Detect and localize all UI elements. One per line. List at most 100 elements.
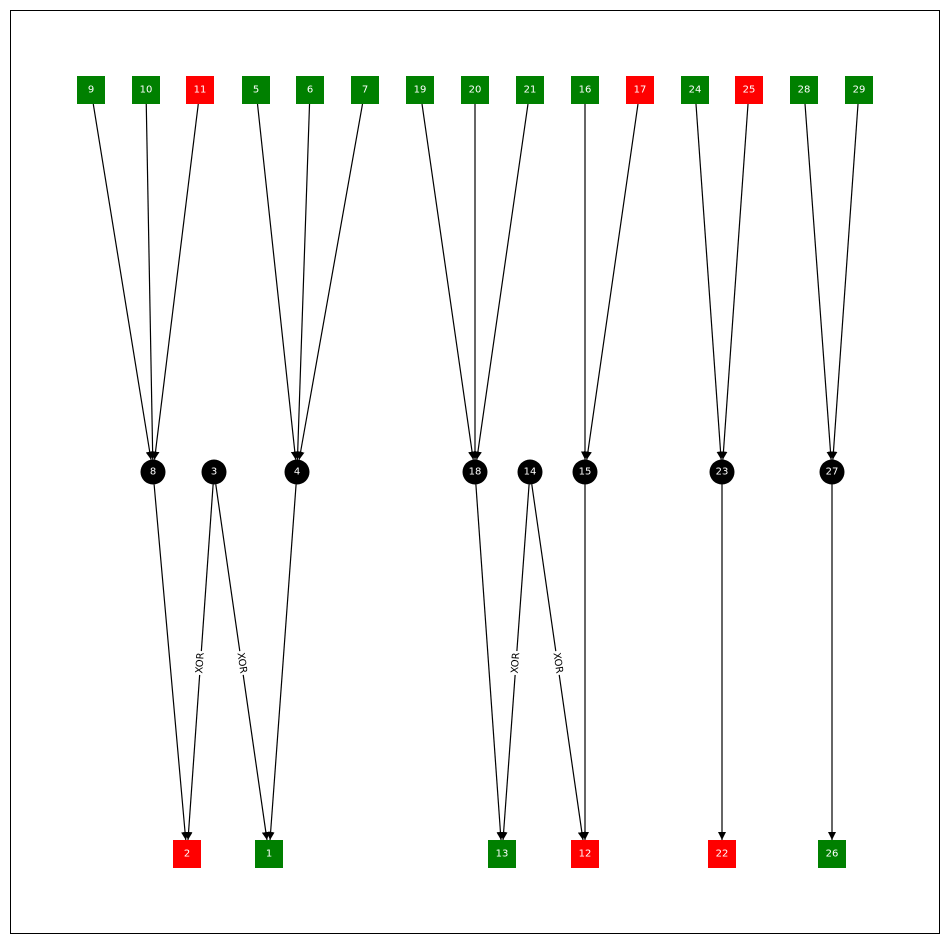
node-label: 8 [150,467,156,478]
node-label: 25 [743,85,756,96]
node-label: 5 [253,85,259,96]
gate-node-23: 23 [709,459,735,485]
output-node-1: 1 [255,840,283,868]
gate-circle [572,459,598,485]
node-square [488,840,516,868]
node-label: 10 [140,85,153,96]
node-square [790,76,818,104]
output-node-12: 12 [571,840,599,868]
node-square [242,76,270,104]
node-square [708,840,736,868]
node-label: 2 [184,849,190,860]
node-label: 6 [307,85,313,96]
node-label: 29 [853,85,866,96]
gate-circle [140,459,166,485]
gate-node-8: 8 [140,459,166,485]
node-label: 7 [362,85,368,96]
node-label: 23 [716,467,729,478]
node-label: 11 [194,85,207,96]
input-node-17: 17 [626,76,654,104]
node-label: 12 [579,849,592,860]
node-square [461,76,489,104]
node-label: 19 [414,85,427,96]
gate-circle [462,459,488,485]
gate-node-14: 14 [517,459,543,485]
node-label: 18 [469,467,482,478]
edge-label-14-to-12: XOR [551,652,565,674]
node-square [571,76,599,104]
node-square [77,76,105,104]
input-node-20: 20 [461,76,489,104]
input-node-28: 28 [790,76,818,104]
node-square [735,76,763,104]
edge-11-to-8 [151,103,199,460]
gate-node-27: 27 [819,459,845,485]
node-label: 28 [798,85,811,96]
gate-circle [517,459,543,485]
edge-10-to-8 [145,103,157,460]
node-square [296,76,324,104]
input-node-24: 24 [681,76,709,104]
node-label: 22 [716,849,729,860]
input-node-29: 29 [845,76,873,104]
input-node-7: 7 [351,76,379,104]
node-label: 13 [496,849,509,860]
edge-8-to-2 [153,484,190,841]
node-label: 17 [634,85,647,96]
edge-label-3-to-1: XOR [235,652,249,674]
edge-label-bg [549,650,566,676]
node-label: 9 [88,85,94,96]
output-node-2: 2 [173,840,201,868]
node-square [818,840,846,868]
edge-28-to-27 [804,103,835,460]
node-label: 27 [826,467,839,478]
input-node-5: 5 [242,76,270,104]
edge-9-to-8 [92,103,154,460]
edge-29-to-27 [829,103,859,460]
node-square [255,840,283,868]
input-node-11: 11 [186,76,214,104]
edge-19-to-18 [421,103,477,460]
gate-circle [819,459,845,485]
edge-label-bg [193,650,208,676]
input-node-10: 10 [132,76,160,104]
node-square [681,76,709,104]
edge-21-to-18 [473,103,529,460]
node-square [516,76,544,104]
gate-node-3: 3 [201,459,227,485]
edges-layer: XOR XOR XOR XOR [92,103,859,841]
node-label: 15 [579,467,592,478]
node-square [406,76,434,104]
edge-7-to-4 [296,103,364,460]
node-label: 26 [826,849,839,860]
node-square [845,76,873,104]
node-square [132,76,160,104]
edge-25-to-23 [719,103,749,460]
node-square [571,840,599,868]
node-label: 4 [294,467,300,478]
edge-label-14-to-13: XOR [510,652,523,674]
node-square [173,840,201,868]
gate-circle [201,459,227,485]
node-label: 24 [689,85,702,96]
node-label: 3 [211,467,217,478]
edge-18-to-13 [475,484,505,841]
edge-label-bg [233,650,250,676]
input-node-25: 25 [735,76,763,104]
edge-4-to-1 [266,484,297,841]
gate-node-4: 4 [284,459,310,485]
node-label: 21 [524,85,537,96]
plot-frame [10,10,940,934]
input-node-6: 6 [296,76,324,104]
edge-label-bg [509,650,523,676]
edge-24-to-23 [695,103,725,460]
node-square [351,76,379,104]
input-node-16: 16 [571,76,599,104]
output-node-13: 13 [488,840,516,868]
edge-label-3-to-2: XOR [194,652,206,674]
input-node-9: 9 [77,76,105,104]
node-square [186,76,214,104]
node-square [626,76,654,104]
